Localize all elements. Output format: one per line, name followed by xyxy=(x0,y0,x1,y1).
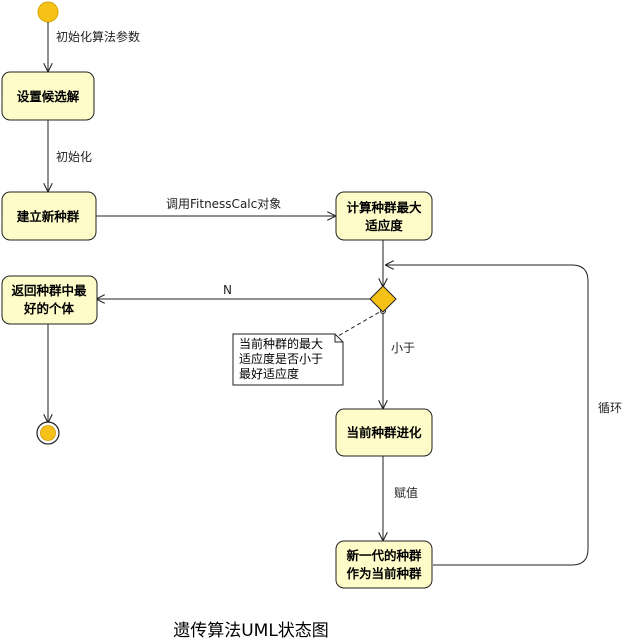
label-init-params: 初始化算法参数 xyxy=(56,29,140,44)
label-less-than: 小于 xyxy=(391,341,415,355)
final-node xyxy=(36,421,60,445)
note-line1: 当前种群的最大 xyxy=(239,336,323,351)
state-new-generation: 新一代的种群 作为当前种群 xyxy=(335,540,433,589)
note-connector xyxy=(332,309,384,340)
initial-node xyxy=(37,1,59,23)
note: 当前种群的最大 适应度是否小于 最好适应度 xyxy=(232,333,344,386)
state-label: 当前种群进化 xyxy=(346,425,422,440)
label-call-fitness: 调用FitnessCalc对象 xyxy=(166,197,281,211)
edge-loop-back xyxy=(386,265,589,566)
state-set-candidates: 设置候选解 xyxy=(1,71,95,121)
label-loop: 循环 xyxy=(598,401,622,415)
state-evolve: 当前种群进化 xyxy=(335,408,433,457)
state-label-line1: 返回种群中最 xyxy=(11,283,87,298)
state-label-line2: 好的个体 xyxy=(23,301,75,316)
state-label-line2: 适应度 xyxy=(365,218,403,233)
label-init: 初始化 xyxy=(56,150,92,164)
label-assign: 赋值 xyxy=(394,485,418,500)
state-label-line2: 作为当前种群 xyxy=(346,566,422,581)
label-no: N xyxy=(223,283,232,297)
state-label-line1: 新一代的种群 xyxy=(346,548,422,563)
state-label: 设置候选解 xyxy=(17,89,80,104)
note-line2: 适应度是否小于 xyxy=(239,351,323,366)
diagram-caption: 遗传算法UML状态图 xyxy=(173,621,329,641)
state-build-population: 建立新种群 xyxy=(1,191,97,241)
note-line3: 最好适应度 xyxy=(239,366,299,381)
decision-node xyxy=(369,285,397,313)
state-label-line1: 计算种群最大 xyxy=(346,200,422,215)
state-label: 建立新种群 xyxy=(17,209,80,224)
state-calc-max-fitness: 计算种群最大 适应度 xyxy=(335,191,433,241)
state-return-best: 返回种群中最 好的个体 xyxy=(1,275,98,325)
